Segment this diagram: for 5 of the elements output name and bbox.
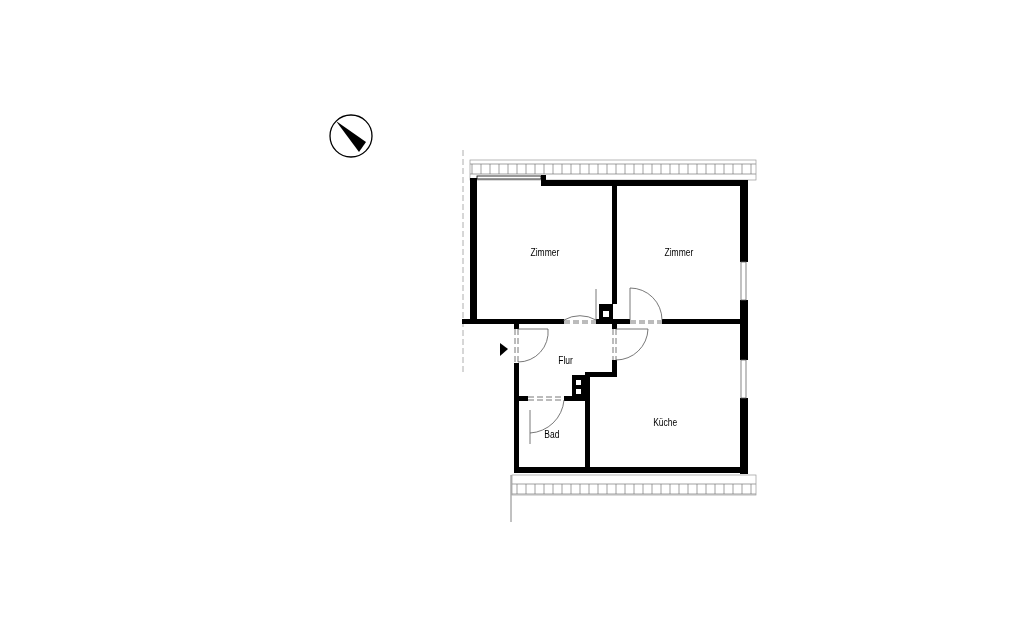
room-label: Bad [544,428,560,440]
room-label: Flur [558,354,573,366]
room-label: Zimmer [664,247,693,258]
room-label: Zimmer [530,247,559,258]
room-label: Küche [652,416,678,428]
